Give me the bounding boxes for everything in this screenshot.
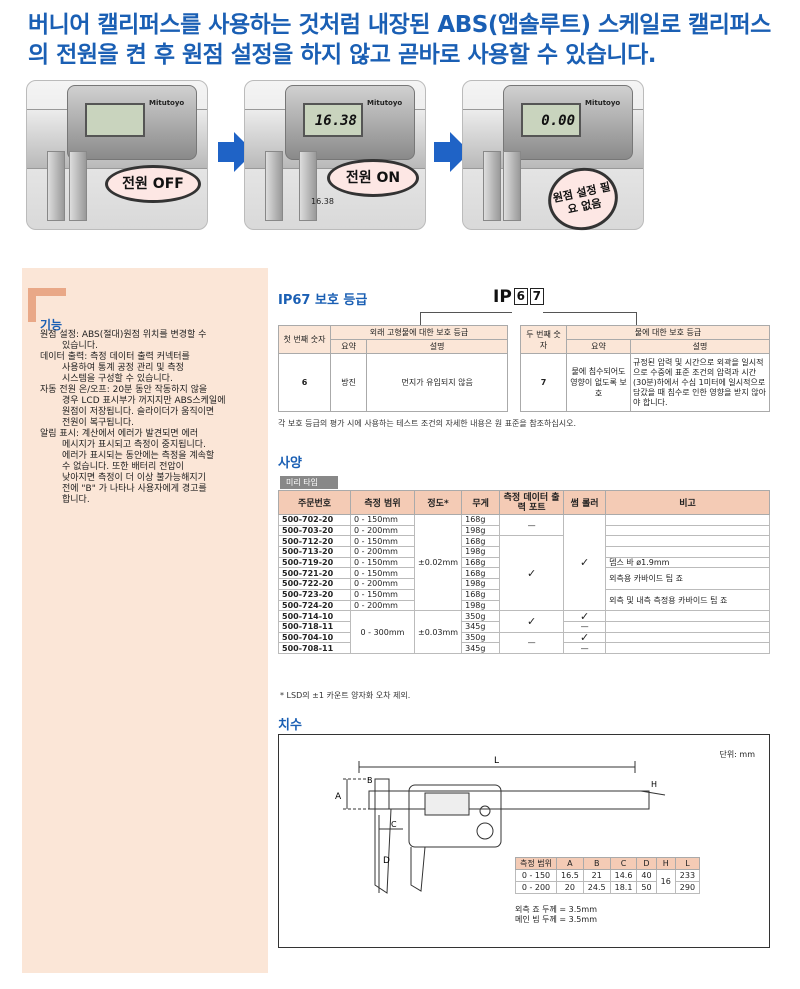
lcd-display: 0.00: [521, 103, 581, 137]
lcd-display: 16.38: [303, 103, 363, 137]
corner-mark-icon: [28, 288, 66, 322]
power-on-bubble: 전원 ON: [327, 159, 419, 197]
label-D: D: [383, 856, 390, 866]
brand-label: Mitutoyo: [367, 99, 403, 107]
headline-line-1: 버니어 캘리퍼스를 사용하는 것처럼 내장된 ABS(앱솔루트) 스케일로 캘리…: [28, 12, 771, 38]
step-power-off: Mitutoyo 전원 OFF: [26, 80, 208, 230]
dims-section-title: 치수: [278, 718, 302, 733]
features-sidebar: 기능 원점 설정: ABS(절대)원점 위치를 변경할 수 있습니다. 데이터 …: [22, 268, 268, 973]
headline-line-2: 의 전원을 켠 후 원점 설정을 하지 않고 곧바로 사용할 수 있습니다.: [28, 42, 656, 68]
label-B: B: [367, 776, 373, 785]
ip-note: 각 보호 등급의 평가 시에 사용하는 테스트 조건의 자세한 내용은 원 표준…: [278, 419, 577, 428]
measure-value: 16.38: [311, 197, 334, 206]
label-H: H: [651, 780, 657, 789]
label-L: L: [494, 756, 499, 766]
label-C: C: [391, 820, 397, 829]
power-steps: Mitutoyo 전원 OFF 16.38 Mitutoyo 전원 ON 16.…: [22, 80, 782, 237]
brand-label: Mitutoyo: [585, 99, 621, 107]
lcd-display: [85, 103, 145, 137]
type-tag: 미리 타입: [280, 476, 338, 489]
headline: 버니어 캘리퍼스를 사용하는 것처럼 내장된 ABS(앱솔루트) 스케일로 캘리…: [28, 10, 788, 70]
power-off-bubble: 전원 OFF: [105, 165, 201, 203]
spec-table: 주문번호 측정 범위 정도* 무게 측정 데이터 출력 포트 썸 롤러 비고 5…: [278, 490, 770, 654]
features-text: 원점 설정: ABS(절대)원점 위치를 변경할 수 있습니다. 데이터 출력:…: [40, 330, 226, 505]
table-row: 500-714-10 0 - 300mm ±0.03mm 350g ✓ ✓: [278, 610, 770, 654]
ip-section-title: IP67 보호 등급: [278, 293, 368, 308]
unit-label: 단위: mm: [719, 750, 755, 759]
caliper-drawing: L A B C D H: [335, 756, 666, 894]
label-A: A: [335, 792, 342, 802]
dims-note: 외측 죠 두께 = 3.5mm 메인 빔 두께 = 3.5mm: [515, 905, 597, 924]
step-power-on: 16.38 Mitutoyo 전원 ON 16.38: [244, 80, 426, 230]
brand-label: Mitutoyo: [149, 99, 185, 107]
spec-section-title: 사양: [278, 456, 302, 471]
spec-note: * LSD의 ±1 카운트 양자화 오차 제외.: [280, 691, 411, 700]
features-title: 기능: [40, 318, 63, 332]
